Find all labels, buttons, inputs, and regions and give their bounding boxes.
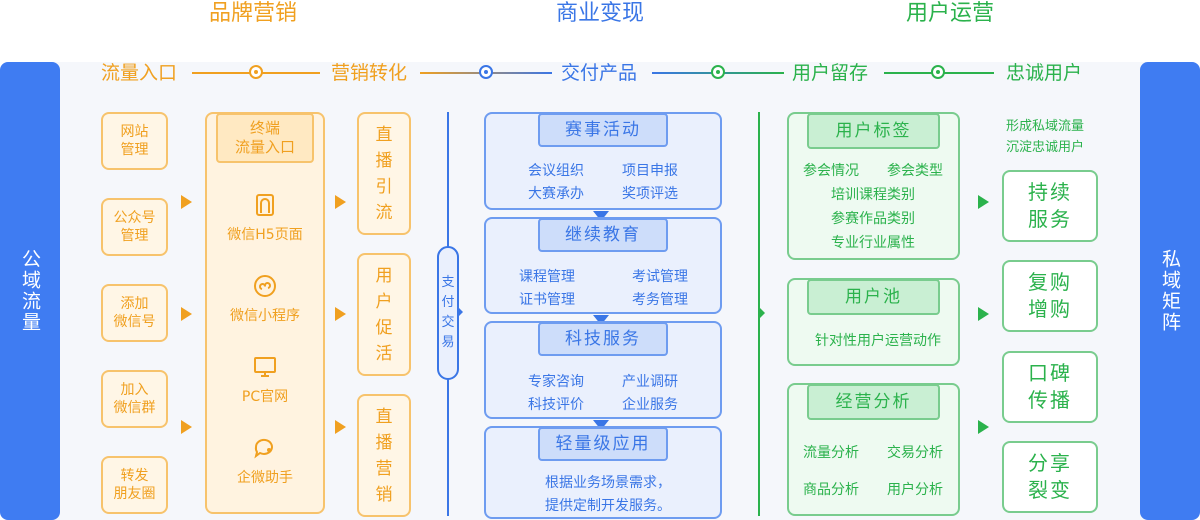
traffic-source-add-wechat: 添加 微信号: [101, 284, 168, 342]
flow-dot-2: [479, 65, 493, 79]
payment-transaction: 支 付 交 易: [437, 246, 459, 380]
terminal-traffic-title: 终端 流量入口: [216, 113, 314, 163]
arrow-right-icon: [181, 420, 192, 434]
arrow-down-icon: [593, 211, 609, 221]
section-brand-marketing: 品牌营销: [208, 1, 297, 26]
product-item: 课程管理: [519, 269, 575, 285]
loyal-caption-line-1: 形成私域流量: [1006, 119, 1085, 134]
conversion-user-activation: 用 户 促 活: [357, 253, 411, 376]
flow-step-loyal-users: 忠诚用户: [1006, 62, 1083, 84]
arrow-right-icon: [335, 195, 346, 209]
retention-item: 参赛作品类别: [831, 211, 915, 227]
terminal-item-h5: 微信H5页面: [227, 227, 303, 243]
arrow-down-icon: [593, 315, 609, 325]
flow-step-marketing-conversion: 营销转化: [331, 62, 408, 84]
retention-item: 针对性用户运营动作: [815, 333, 941, 349]
product-item: 考试管理: [632, 269, 688, 285]
product-item: 证书管理: [519, 292, 575, 308]
arrow-right-icon: [181, 195, 192, 209]
chevron-right-icon: [759, 307, 765, 319]
arrow-right-icon: [978, 307, 989, 321]
arrow-right-icon: [335, 420, 346, 434]
flow-step-traffic-entry: 流量入口: [101, 62, 178, 84]
retention-item: 专业行业属性: [831, 235, 915, 251]
terminal-item-pc: PC官网: [241, 389, 289, 405]
traffic-source-moments: 转发 朋友圈: [101, 456, 168, 514]
section-commercial-realization: 商业变现: [555, 1, 644, 26]
flow-dot-1: [249, 65, 263, 79]
terminal-item-mini-program: 微信小程序: [230, 308, 300, 324]
arrow-right-icon: [978, 420, 989, 434]
retention-item: 用户分析: [887, 482, 943, 498]
flow-dot-4: [931, 65, 945, 79]
loyal-repurchase: 复购 增购: [1002, 260, 1098, 332]
terminal-item-wecom: 企微助手: [237, 470, 293, 486]
traffic-source-official-account: 公众号 管理: [101, 198, 168, 256]
product-item: 产业调研: [622, 374, 678, 390]
product-item: 科技评价: [528, 397, 584, 413]
product-item: 企业服务: [622, 397, 678, 413]
arrow-right-icon: [978, 195, 989, 209]
arrow-down-icon: [593, 420, 609, 430]
public-traffic-label: 公域流量: [19, 249, 41, 333]
monitor-icon: [254, 357, 276, 377]
retention-item: 商品分析: [803, 482, 859, 498]
retention-title-user-pool: 用户池: [807, 279, 940, 315]
private-matrix-bar: 私域矩阵: [1140, 62, 1200, 520]
flow-dot-3: [711, 65, 725, 79]
retention-item: 交易分析: [887, 445, 943, 461]
product-item: 根据业务场景需求，: [545, 475, 671, 491]
retention-item: 参会类型: [887, 163, 943, 179]
flow-step-user-retention: 用户留存: [792, 62, 869, 84]
retention-title-tags: 用户标签: [807, 113, 940, 149]
retention-title-analysis: 经营分析: [807, 384, 940, 420]
loyal-word-of-mouth: 口碑 传播: [1002, 351, 1098, 423]
product-title-tech: 科技服务: [538, 322, 668, 356]
product-item: 奖项评选: [622, 186, 678, 202]
arrow-right-icon: [335, 307, 346, 321]
loyal-continuous-service: 持续 服务: [1002, 170, 1098, 242]
loyal-share-fission: 分享 裂变: [1002, 441, 1098, 513]
product-title-events: 赛事活动: [538, 113, 668, 147]
loyal-caption-line-2: 沉淀忠诚用户: [1006, 140, 1085, 155]
product-item: 项目申报: [622, 163, 678, 179]
chevron-right-icon: [457, 306, 463, 318]
product-item: 专家咨询: [528, 374, 584, 390]
retention-item: 流量分析: [803, 445, 859, 461]
product-title-education: 继续教育: [538, 218, 668, 252]
retention-item: 参会情况: [803, 163, 859, 179]
product-title-lightweight-apps: 轻量级应用: [538, 427, 668, 461]
retention-item: 培训课程类别: [831, 187, 915, 203]
traffic-source-website: 网站 管理: [101, 112, 168, 170]
private-matrix-label: 私域矩阵: [1159, 249, 1181, 333]
public-traffic-bar: 公域流量: [0, 62, 60, 520]
traffic-source-join-group: 加入 微信群: [101, 370, 168, 428]
section-user-operation: 用户运营: [905, 1, 994, 26]
conversion-live-marketing: 直 播 营 销: [357, 394, 411, 517]
flow-step-deliver-product: 交付产品: [561, 62, 638, 84]
h5-page-icon: [256, 194, 274, 216]
mini-program-icon: [254, 275, 276, 297]
product-item: 考务管理: [632, 292, 688, 308]
product-item: 提供定制开发服务。: [545, 498, 671, 514]
product-block-tech: [484, 321, 722, 419]
terminal-traffic-panel: [205, 112, 325, 514]
product-item: 大赛承办: [528, 186, 584, 202]
product-item: 会议组织: [528, 163, 584, 179]
conversion-live-traffic: 直 播 引 流: [357, 112, 411, 235]
chat-bubble-icon: [254, 438, 273, 459]
arrow-right-icon: [181, 307, 192, 321]
